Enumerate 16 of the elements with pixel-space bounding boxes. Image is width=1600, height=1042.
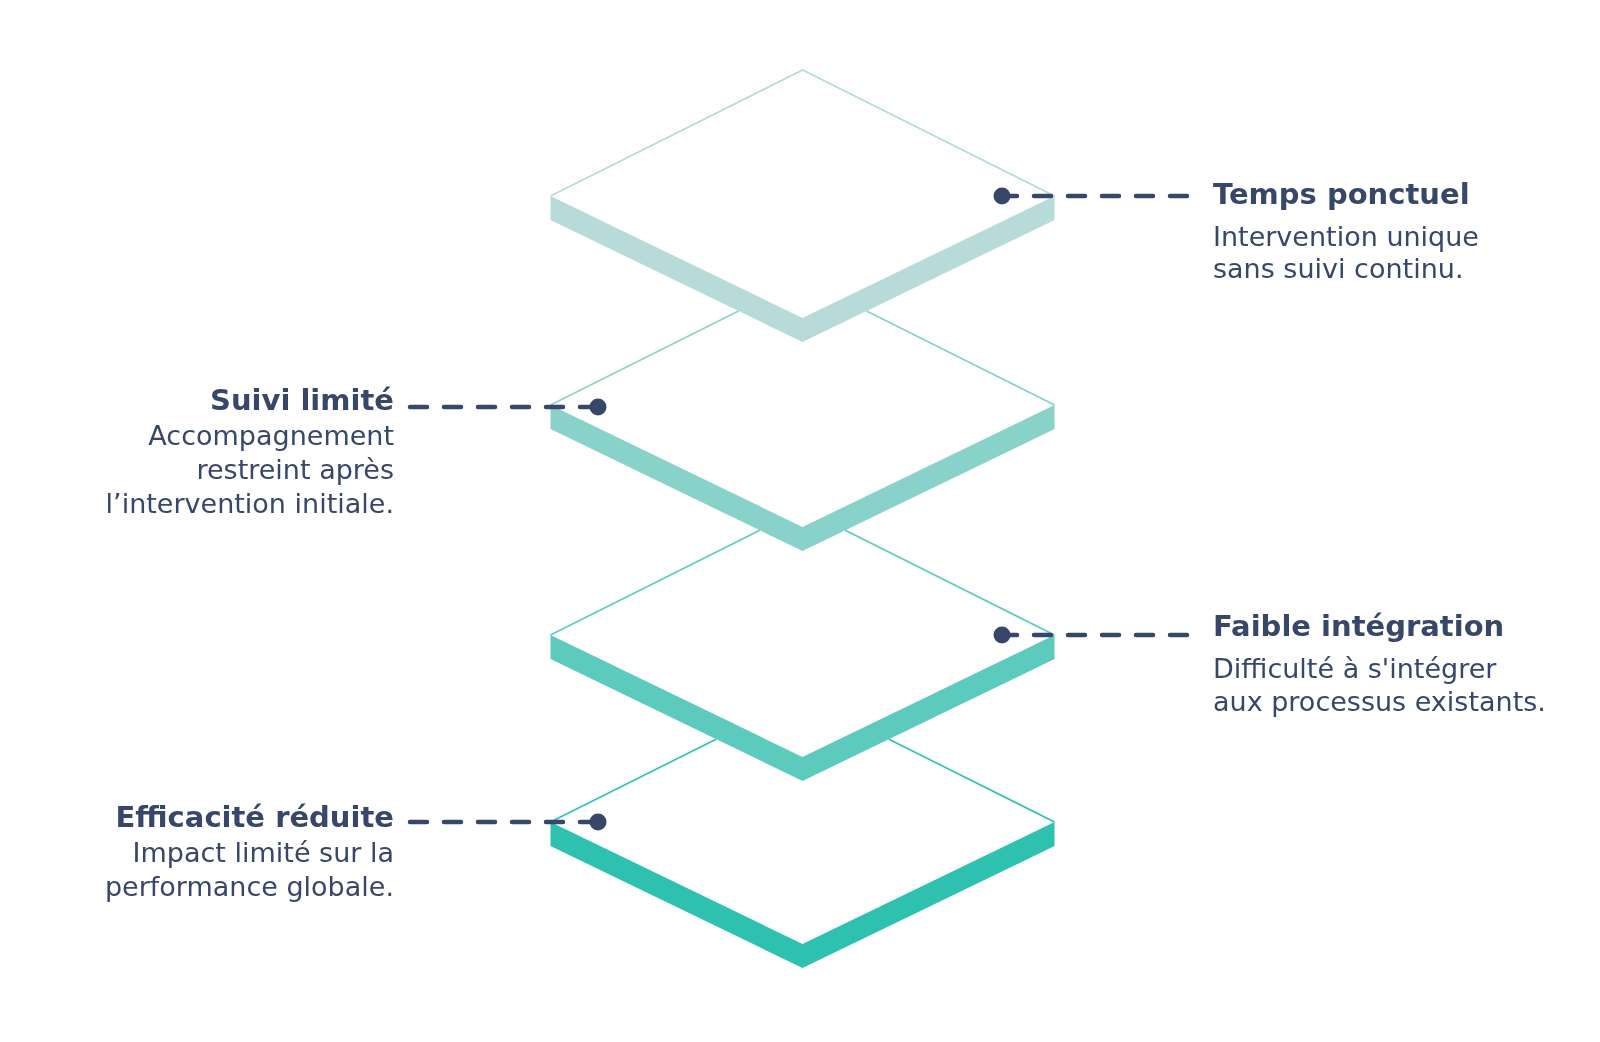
callout-title: Efficacité réduite bbox=[115, 800, 394, 835]
callout-description: Difficulté à s'intégrer aux processus existants. bbox=[1213, 652, 1547, 718]
leader-line bbox=[993, 187, 1190, 205]
callout-title: Faible intégration bbox=[1213, 609, 1505, 644]
leader-line bbox=[993, 626, 1190, 644]
callout-description: Impact limité sur la performance globale. bbox=[103, 836, 394, 904]
callout-description: Accompagnement restreint après l’intervention initiale. bbox=[104, 419, 394, 521]
layer-plate bbox=[549, 310, 1056, 551]
layer-plate bbox=[549, 529, 1056, 781]
layer-plate bbox=[549, 738, 1056, 968]
leader-line bbox=[407, 398, 607, 416]
leader-line bbox=[407, 813, 607, 831]
callout-title: Suivi limité bbox=[210, 383, 394, 418]
layer-plate bbox=[549, 69, 1056, 342]
callout-description: Intervention unique sans suivi continu. bbox=[1213, 221, 1480, 285]
callout-title: Temps ponctuel bbox=[1213, 177, 1470, 212]
